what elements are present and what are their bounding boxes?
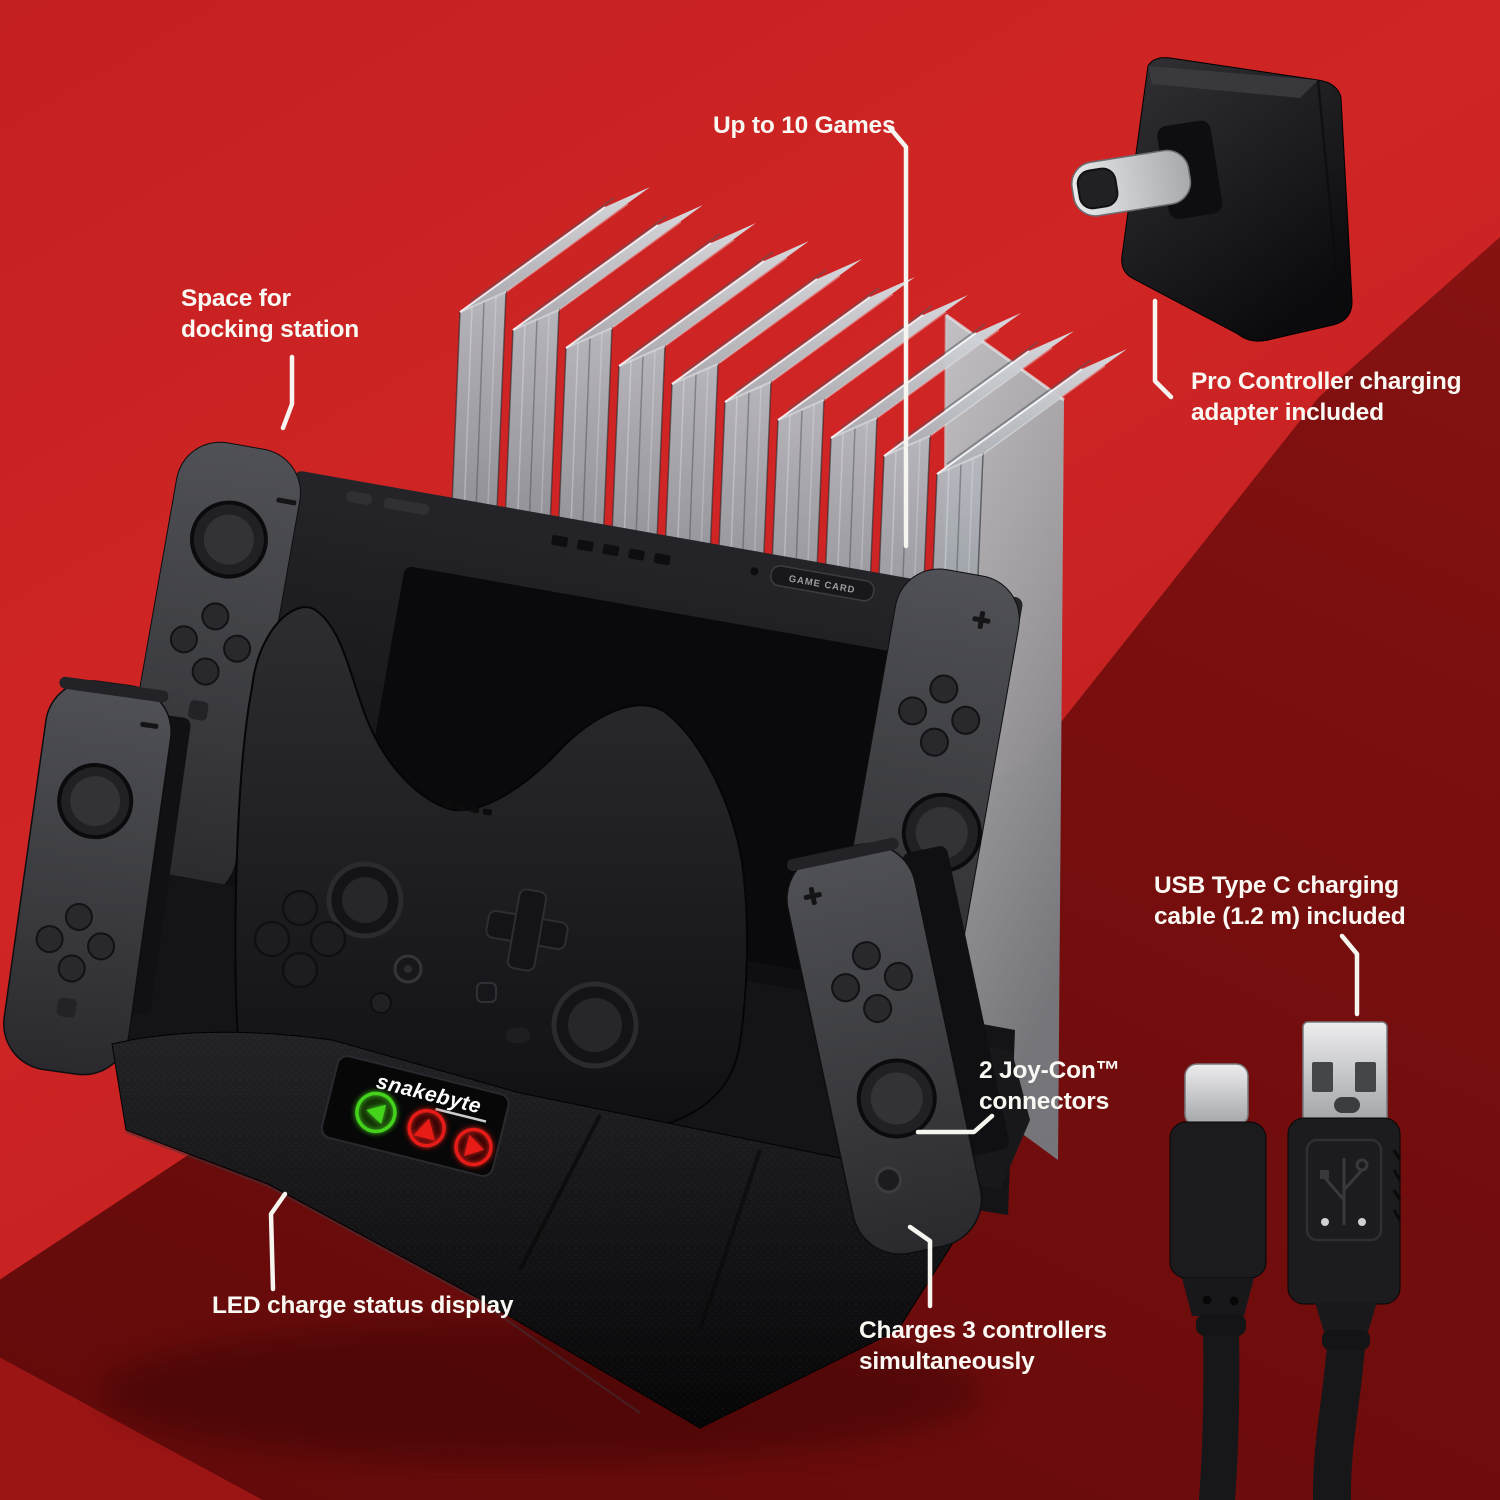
cable-c xyxy=(1199,1312,1240,1500)
callout-text: adapter included xyxy=(1191,399,1384,426)
callout-line-led xyxy=(268,1191,288,1292)
callout-text: 2 Joy-Con™ xyxy=(979,1057,1120,1084)
callout-pro-controller-adapter: Pro Controller charging adapter included xyxy=(1191,366,1462,428)
callout-text: Up to 10 Games xyxy=(713,112,896,139)
sync-button xyxy=(506,1028,530,1043)
usb-a-connector xyxy=(1287,1021,1402,1350)
cable-a xyxy=(1312,1327,1365,1500)
callout-text: cable (1.2 m) included xyxy=(1154,903,1406,930)
callout-text: Space for xyxy=(181,285,291,312)
callout-text: docking station xyxy=(181,316,360,343)
side-joycon-left xyxy=(3,676,191,1076)
capture-button xyxy=(56,997,77,1018)
callout-led-status-display: LED charge status display xyxy=(212,1290,514,1321)
minus-button xyxy=(140,721,159,729)
callout-joycon-connectors: 2 Joy-Con™ connectors xyxy=(979,1055,1120,1117)
dpad xyxy=(485,888,569,972)
callout-line-charges xyxy=(907,1224,933,1309)
callout-line-usb-cable xyxy=(1339,933,1360,1017)
plus-button xyxy=(370,992,392,1014)
callout-line-pro-adapter xyxy=(1152,298,1174,400)
usb-trident-icon xyxy=(1320,1158,1369,1225)
callout-text: simultaneously xyxy=(859,1348,1035,1375)
callout-text: Charges 3 controllers xyxy=(859,1317,1107,1344)
usb-cable-assembly xyxy=(1169,1021,1402,1500)
player-leds xyxy=(444,801,493,816)
plus-button xyxy=(803,887,822,905)
led-red-right-arrow xyxy=(454,1127,493,1167)
callout-charges-3-controllers: Charges 3 controllers simultaneously xyxy=(859,1315,1107,1377)
callout-line-dock-space xyxy=(280,354,295,431)
capture-button xyxy=(476,982,497,1003)
callout-text: connectors xyxy=(979,1088,1110,1115)
minus-button xyxy=(276,497,297,506)
home-button xyxy=(875,1166,903,1194)
callout-up-to-10-games: Up to 10 Games xyxy=(713,110,896,141)
console-mic-hole xyxy=(750,567,759,576)
led-green-left-arrow xyxy=(355,1091,397,1134)
game-card-slot: GAME CARD xyxy=(770,565,875,602)
pro-controller xyxy=(234,606,749,1136)
led-red-up-arrow xyxy=(407,1108,446,1148)
callout-space-for-docking-station: Space for docking station xyxy=(181,283,359,345)
callout-lines xyxy=(268,125,1360,1309)
callout-text: Pro Controller charging xyxy=(1191,368,1462,395)
callout-text: LED charge status display xyxy=(212,1292,514,1319)
callout-text: USB Type C charging xyxy=(1154,872,1399,899)
volume-rocker xyxy=(383,497,430,516)
usb-c-connector xyxy=(1169,1063,1267,1336)
grip-ridges xyxy=(1392,1149,1402,1221)
power-button xyxy=(346,491,373,505)
capture-button xyxy=(188,700,209,721)
pro-controller-adapter xyxy=(1071,57,1353,342)
side-joycon-right xyxy=(786,837,1010,1255)
callout-usb-type-c-cable: USB Type C charging cable (1.2 m) includ… xyxy=(1154,870,1406,932)
console-vents xyxy=(551,535,671,566)
callout-line-joycon xyxy=(915,1113,995,1135)
joycon-connector-rail xyxy=(902,846,1010,1156)
callout-line-games xyxy=(887,125,909,549)
plus-button xyxy=(972,610,991,629)
